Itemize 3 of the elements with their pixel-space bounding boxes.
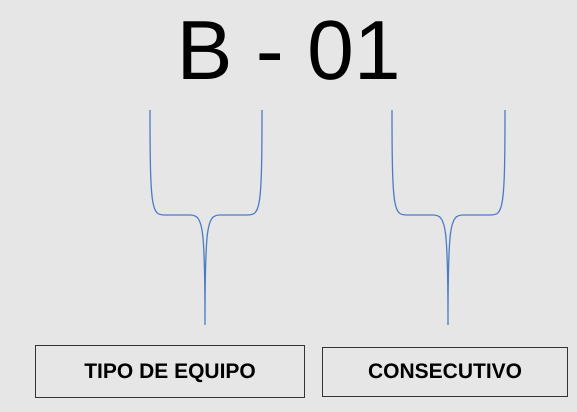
label-box: CONSECUTIVO [322,347,568,397]
label-box: TIPO DE EQUIPO [35,345,305,398]
diagram-title: B - 01 [175,2,402,99]
